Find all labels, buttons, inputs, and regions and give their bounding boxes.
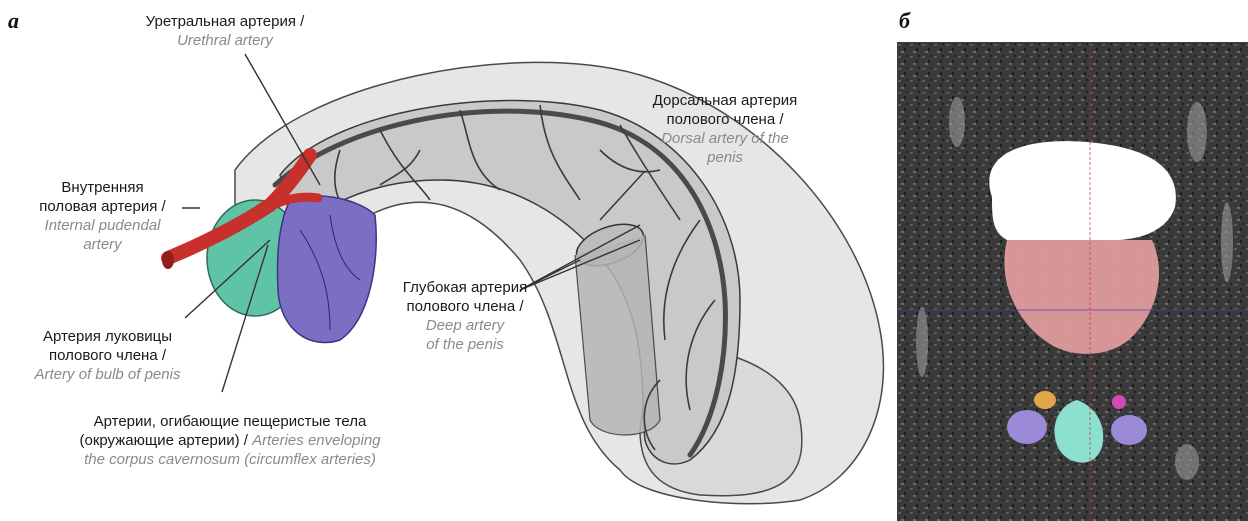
label-internal-pudendal-artery: Внутренняя половая артерия / Internal pu… <box>10 178 195 254</box>
panel-letter-b: б <box>899 8 910 34</box>
mri-scan-image <box>897 42 1248 521</box>
small-orange-structure <box>1034 391 1056 409</box>
right-crus-segment <box>1111 415 1147 445</box>
label-deep-artery: Глубокая артерия полового члена / Deep a… <box>385 278 545 354</box>
label-dorsal-artery: Дорсальная артерия полового члена / Dors… <box>610 91 840 167</box>
small-magenta-structure <box>1112 395 1126 409</box>
label-urethral-artery: Уретральная артерия / Urethral artery <box>100 12 350 50</box>
left-crus-segment <box>1007 410 1047 444</box>
label-bulb-artery: Артерия луковицы полового члена / Artery… <box>5 327 210 384</box>
label-circumflex-arteries: Артерии, огибающие пещеристые тела (окру… <box>20 412 440 469</box>
crus-of-penis <box>278 196 377 343</box>
